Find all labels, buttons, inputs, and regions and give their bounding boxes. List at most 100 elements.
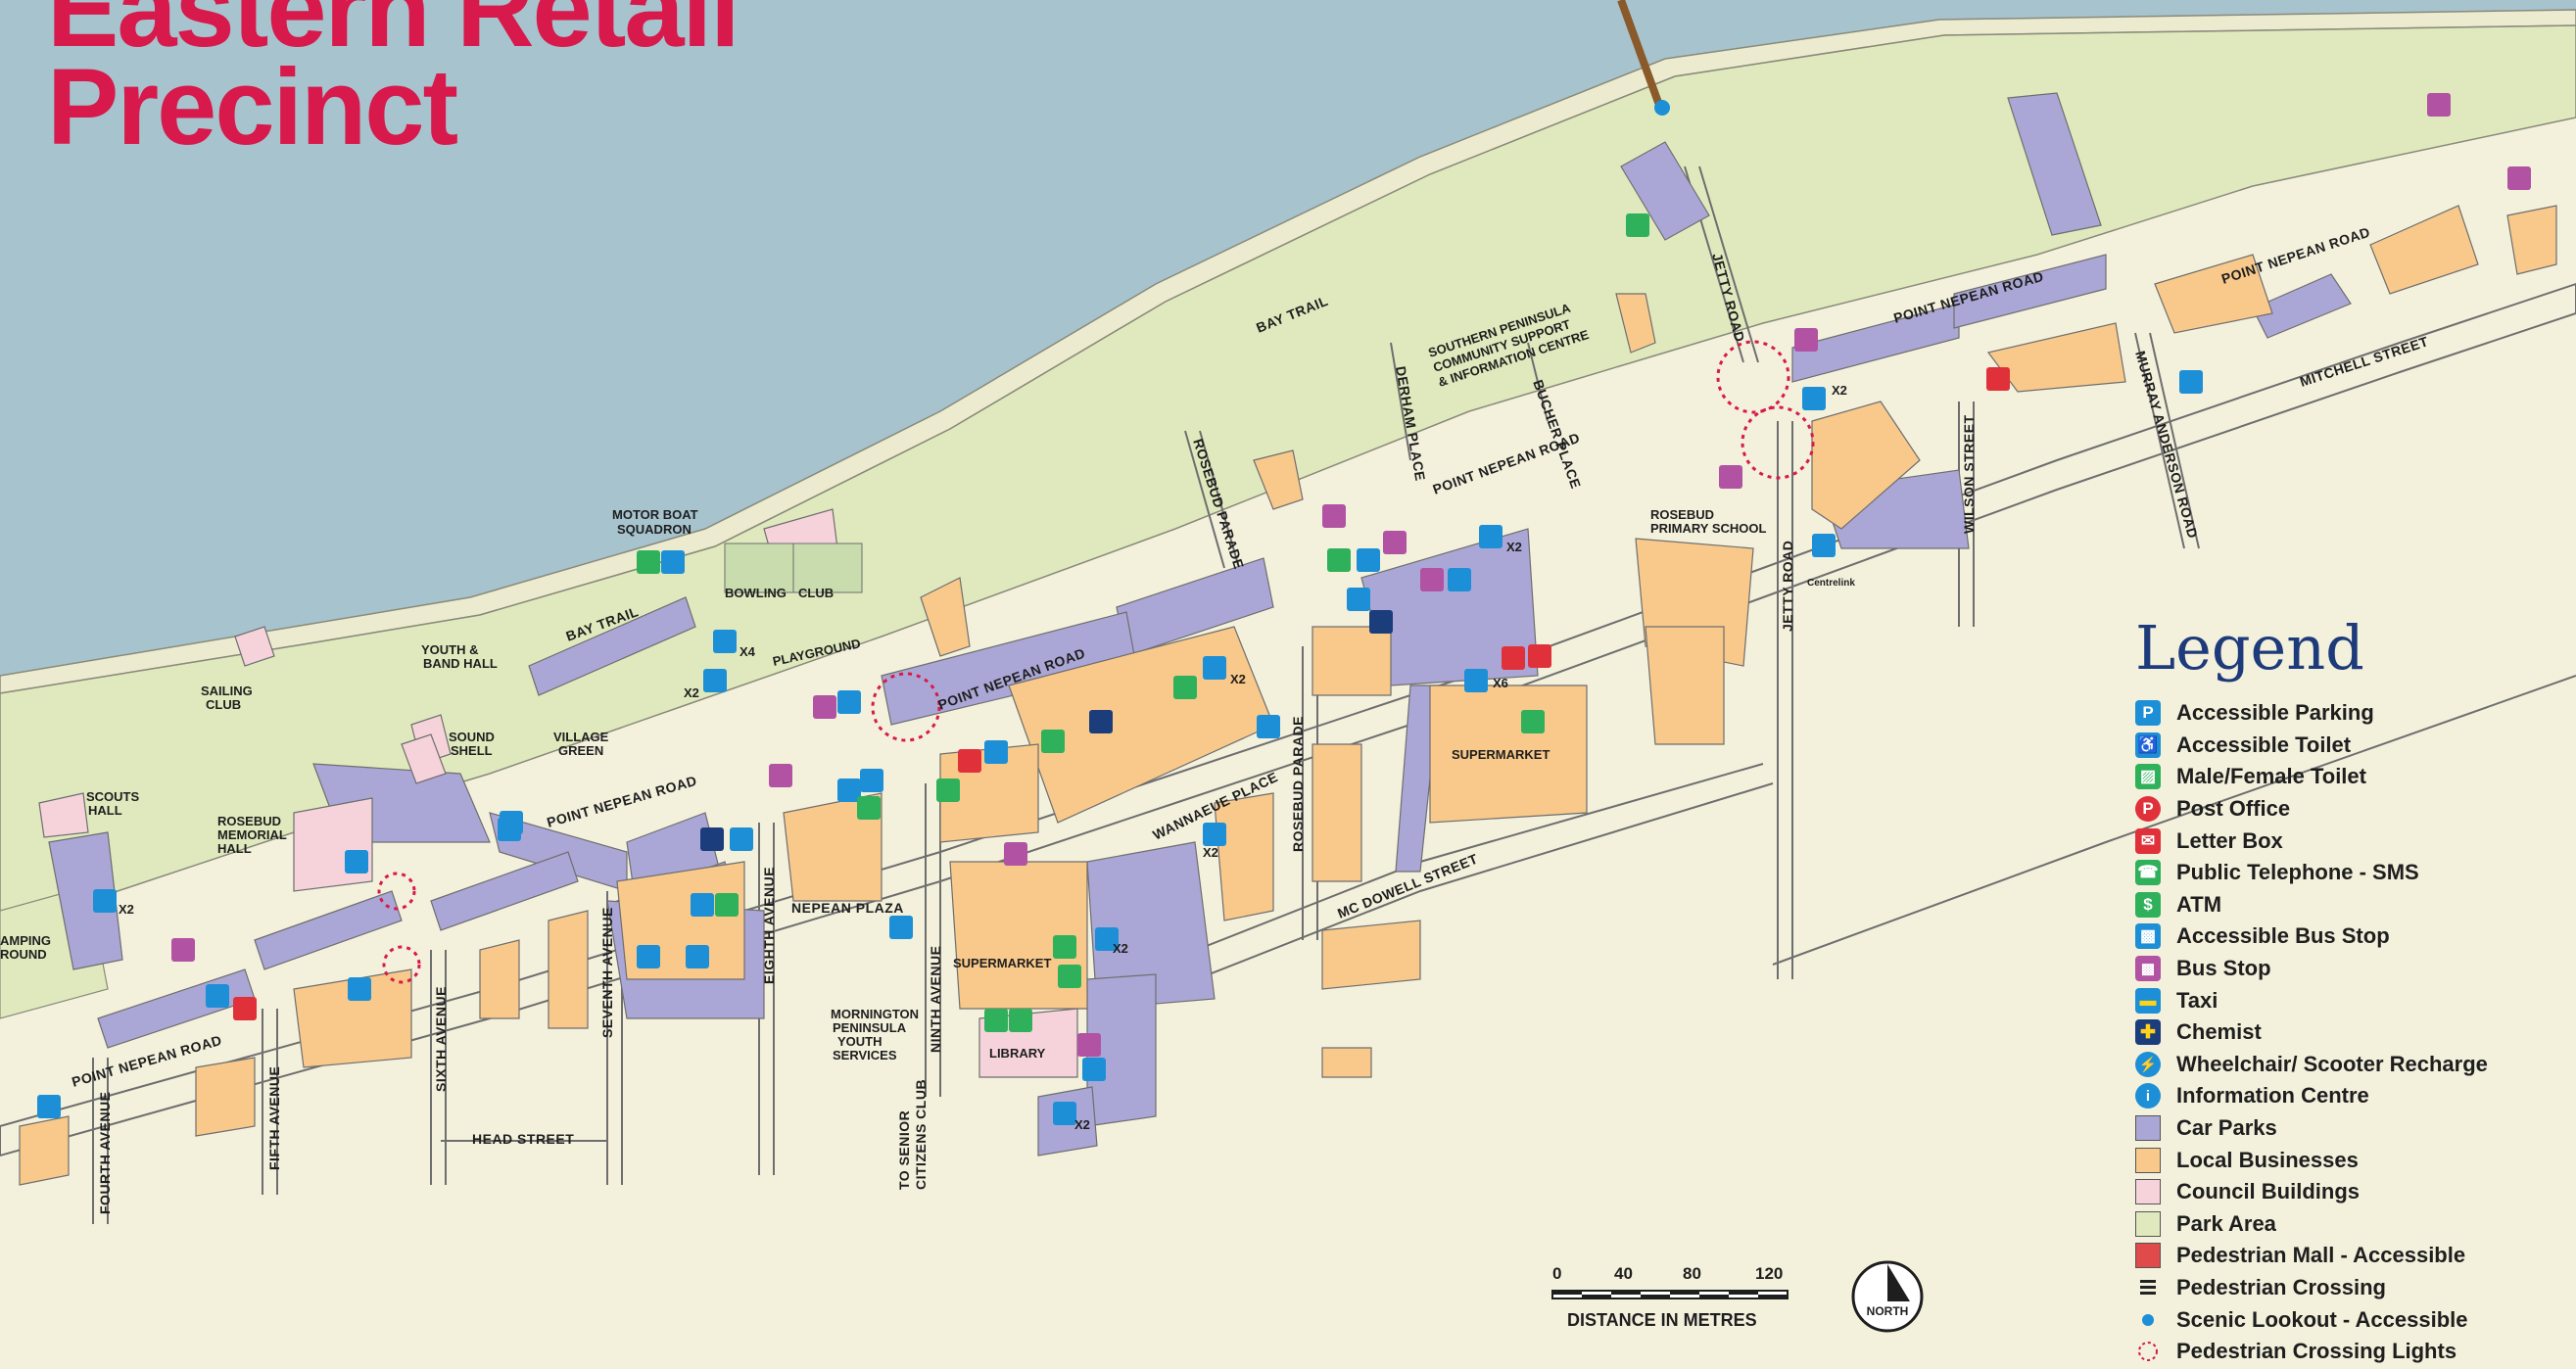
title-line-1: Eastern Retail xyxy=(47,0,740,70)
legend-item-bus-stop: ▩Bus Stop xyxy=(2135,953,2566,985)
road-label-jetty-road-2: JETTY ROAD xyxy=(1780,541,1795,632)
map-icons xyxy=(37,93,2531,1125)
svg-text:SCOUTS: SCOUTS xyxy=(86,789,140,804)
svg-text:PENINSULA: PENINSULA xyxy=(833,1020,907,1035)
scenic-lookout-icon xyxy=(1654,100,1670,116)
svg-text:X2: X2 xyxy=(1203,845,1218,860)
road-label-head-street: HEAD STREET xyxy=(472,1131,574,1147)
svg-text:X6: X6 xyxy=(1493,676,1508,690)
svg-text:VILLAGE: VILLAGE xyxy=(553,730,609,744)
road-label-fourth-avenue: FOURTH AVENUE xyxy=(97,1092,113,1215)
svg-text:AMPING: AMPING xyxy=(0,933,51,948)
pedestrian-crossing-lights xyxy=(377,340,1815,984)
road-label-wilson-street: WILSON STREET xyxy=(1961,414,1977,534)
north-label: NORTH xyxy=(1867,1304,1909,1318)
svg-text:MOTOR BOAT: MOTOR BOAT xyxy=(612,507,698,522)
road-label-nepean-plaza: NEPEAN PLAZA xyxy=(791,900,904,916)
legend-item-pedestrian-mall: Pedestrian Mall - Accessible xyxy=(2135,1240,2566,1272)
svg-text:SAILING: SAILING xyxy=(201,684,253,698)
svg-text:MORNINGTON: MORNINGTON xyxy=(831,1007,919,1021)
local-businesses xyxy=(19,205,2557,1186)
road-label-to-senior-1: TO SENIOR xyxy=(896,1110,912,1190)
svg-text:Centrelink: Centrelink xyxy=(1807,578,1855,589)
scale-bar-segments xyxy=(1551,1290,1789,1299)
road-label-eighth-avenue: EIGHTH AVENUE xyxy=(761,867,777,984)
road-label-to-senior-2: CITIZENS CLUB xyxy=(913,1079,929,1190)
svg-text:YOUTH: YOUTH xyxy=(837,1034,883,1049)
letter-box-icon: ✉ xyxy=(2135,827,2161,854)
pedestrian-crossing-icon xyxy=(2135,1275,2161,1300)
svg-text:X4: X4 xyxy=(739,644,756,659)
legend-item-accessible-bus-stop: ▩Accessible Bus Stop xyxy=(2135,921,2566,953)
legend-item-atm: $ATM xyxy=(2135,889,2566,921)
svg-text:PRIMARY SCHOOL: PRIMARY SCHOOL xyxy=(1650,521,1767,536)
accessible-bus-stop-icon: ▩ xyxy=(2135,923,2161,950)
legend-title: Legend xyxy=(2135,612,2364,684)
page-title: Eastern Retail Precinct xyxy=(47,0,740,167)
accessible-parking-icon: P xyxy=(2135,700,2161,727)
legend-item-wheelchair-recharge: ⚡Wheelchair/ Scooter Recharge xyxy=(2135,1049,2566,1081)
svg-text:SQUADRON: SQUADRON xyxy=(617,522,692,537)
mitchell-street-line xyxy=(1772,675,2576,966)
wheelchair-recharge-icon: ⚡ xyxy=(2135,1051,2161,1077)
north-arrow-icon xyxy=(1887,1264,1910,1301)
bay-water xyxy=(0,0,2576,676)
svg-text:SUPERMARKET: SUPERMARKET xyxy=(953,956,1051,970)
title-line-2: Precinct xyxy=(47,47,458,167)
car-park-swatch xyxy=(2135,1115,2161,1142)
road-label-sixth-avenue: SIXTH AVENUE xyxy=(433,986,449,1092)
information-centre-icon: i xyxy=(2135,1083,2161,1109)
svg-text:X2: X2 xyxy=(684,685,699,700)
svg-text:ROUND: ROUND xyxy=(0,947,47,962)
svg-text:ROSEBUD: ROSEBUD xyxy=(217,814,281,828)
legend-item-letter-box: ✉Letter Box xyxy=(2135,825,2566,857)
local-business-swatch xyxy=(2135,1147,2161,1173)
svg-text:X2: X2 xyxy=(1074,1117,1090,1132)
svg-text:X2: X2 xyxy=(119,902,134,917)
male-female-toilet-icon: ▨ xyxy=(2135,764,2161,790)
count-labels: X2 X2 X2 X2 X2 X2 X2 X2 X4 X6 xyxy=(119,383,1847,1132)
public-telephone-icon: ☎ xyxy=(2135,860,2161,886)
svg-text:SHELL: SHELL xyxy=(451,743,493,758)
svg-text:X2: X2 xyxy=(1832,383,1847,398)
legend-item-council-buildings: Council Buildings xyxy=(2135,1176,2566,1208)
bowling-green-2 xyxy=(792,543,863,593)
legend-item-car-parks: Car Parks xyxy=(2135,1112,2566,1145)
road-label-ninth-avenue: NINTH AVENUE xyxy=(928,946,943,1053)
svg-text:BOWLING: BOWLING xyxy=(725,586,787,600)
post-office-icon: P xyxy=(2135,796,2161,823)
road-label-rosebud-parade-2: ROSEBUD PARADE xyxy=(1290,716,1306,852)
scale-label: DISTANCE IN METRES xyxy=(1567,1310,1757,1330)
legend-item-taxi: ▬Taxi xyxy=(2135,984,2566,1016)
council-building-swatch xyxy=(2135,1179,2161,1205)
svg-text:SUPERMARKET: SUPERMARKET xyxy=(1452,747,1550,762)
legend-item-pedestrian-crossing: Pedestrian Crossing xyxy=(2135,1272,2566,1304)
road-label-fifth-avenue: FIFTH AVENUE xyxy=(266,1066,282,1170)
svg-text:SERVICES: SERVICES xyxy=(833,1048,897,1062)
svg-text:X2: X2 xyxy=(1230,672,1246,686)
pedestrian-crossing-lights-icon xyxy=(2135,1339,2161,1364)
svg-text:GREEN: GREEN xyxy=(558,743,603,758)
svg-text:BAND HALL: BAND HALL xyxy=(423,656,498,671)
svg-text:ROSEBUD: ROSEBUD xyxy=(1650,507,1714,522)
legend-item-male-female-toilet: ▨Male/Female Toilet xyxy=(2135,761,2566,793)
legend-item-pedestrian-crossing-lights: Pedestrian Crossing Lights xyxy=(2135,1336,2566,1368)
atm-icon: $ xyxy=(2135,891,2161,918)
svg-text:HALL: HALL xyxy=(88,803,122,818)
svg-text:HALL: HALL xyxy=(217,841,252,856)
scale-tick-120: 120 xyxy=(1755,1265,1783,1283)
legend-item-public-telephone: ☎Public Telephone - SMS xyxy=(2135,857,2566,889)
svg-text:CLUB: CLUB xyxy=(798,586,834,600)
svg-text:CLUB: CLUB xyxy=(206,697,241,712)
bus-stop-icon: ▩ xyxy=(2135,956,2161,982)
svg-text:X2: X2 xyxy=(1113,941,1128,956)
legend-item-local-businesses: Local Businesses xyxy=(2135,1144,2566,1176)
svg-text:SOUND: SOUND xyxy=(449,730,495,744)
jetty xyxy=(1617,0,1664,110)
scale-tick-0: 0 xyxy=(1552,1265,1561,1283)
